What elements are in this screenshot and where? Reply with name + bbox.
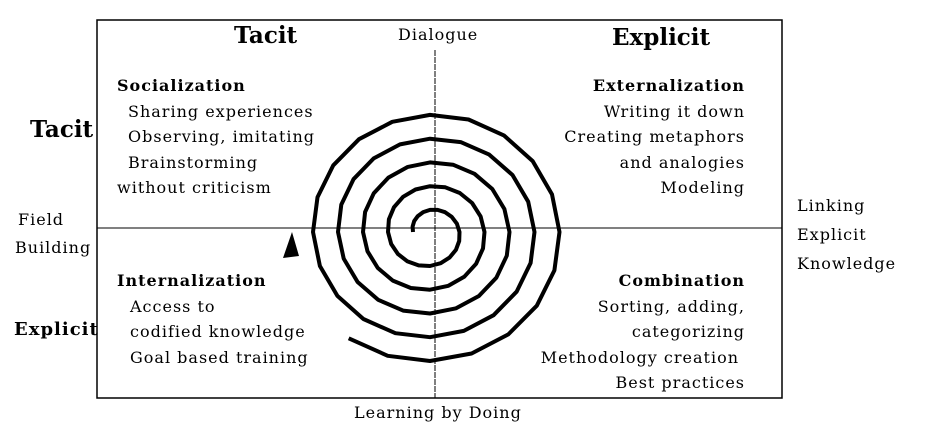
field-label: Field	[18, 210, 65, 229]
externalization-quadrant: Externalization Writing it down Creating…	[564, 73, 745, 201]
quadrant-line: and analogies	[619, 152, 745, 172]
quadrant-line: Observing, imitating	[128, 127, 316, 146]
quadrant-line: Modeling	[660, 178, 745, 197]
left-tacit-label: Tacit	[30, 116, 94, 143]
quadrant-line: Brainstorming	[128, 152, 259, 172]
quadrant-line: without criticism	[117, 178, 272, 197]
quadrant-title: Internalization	[117, 271, 267, 290]
quadrant-line: Methodology creation	[540, 347, 739, 367]
quadrant-line: Sorting, adding,	[597, 296, 745, 316]
learning-by-doing-label: Learning by Doing	[354, 403, 522, 422]
quadrant-line: Goal based training	[130, 347, 309, 367]
quadrant-title: Externalization	[592, 76, 745, 95]
right-line: Linking	[797, 196, 866, 215]
quadrant-title: Combination	[618, 271, 745, 290]
top-explicit-label: Explicit	[612, 24, 711, 51]
building-label: Building	[15, 238, 92, 257]
frame	[96, 19, 783, 399]
socialization-quadrant: Socialization Sharing experiences Observ…	[117, 73, 315, 201]
internalization-quadrant: Internalization Access to codified knowl…	[117, 268, 309, 370]
linking-label: Linking Explicit Knowledge	[797, 191, 896, 278]
dialogue-label: Dialogue	[398, 25, 479, 44]
quadrant-line: Writing it down	[603, 101, 745, 121]
arrow-head-icon	[283, 232, 299, 258]
quadrant-line: codified knowledge	[130, 322, 306, 341]
left-explicit-label: Explicit	[14, 319, 99, 340]
quadrant-line: Creating metaphors	[564, 127, 745, 146]
combination-quadrant: Combination Sorting, adding, categorizin…	[541, 268, 745, 396]
quadrant-line: Best practices	[615, 373, 745, 392]
right-line: Explicit	[797, 225, 867, 244]
quadrant-line: Access to	[130, 296, 216, 316]
right-line: Knowledge	[797, 254, 897, 273]
quadrant-line: categorizing	[631, 322, 745, 341]
quadrant-title: Socialization	[117, 76, 246, 95]
quadrant-line: Sharing experiences	[128, 101, 314, 121]
top-tacit-label: Tacit	[234, 22, 298, 49]
knowledge-spiral	[311, 112, 562, 363]
